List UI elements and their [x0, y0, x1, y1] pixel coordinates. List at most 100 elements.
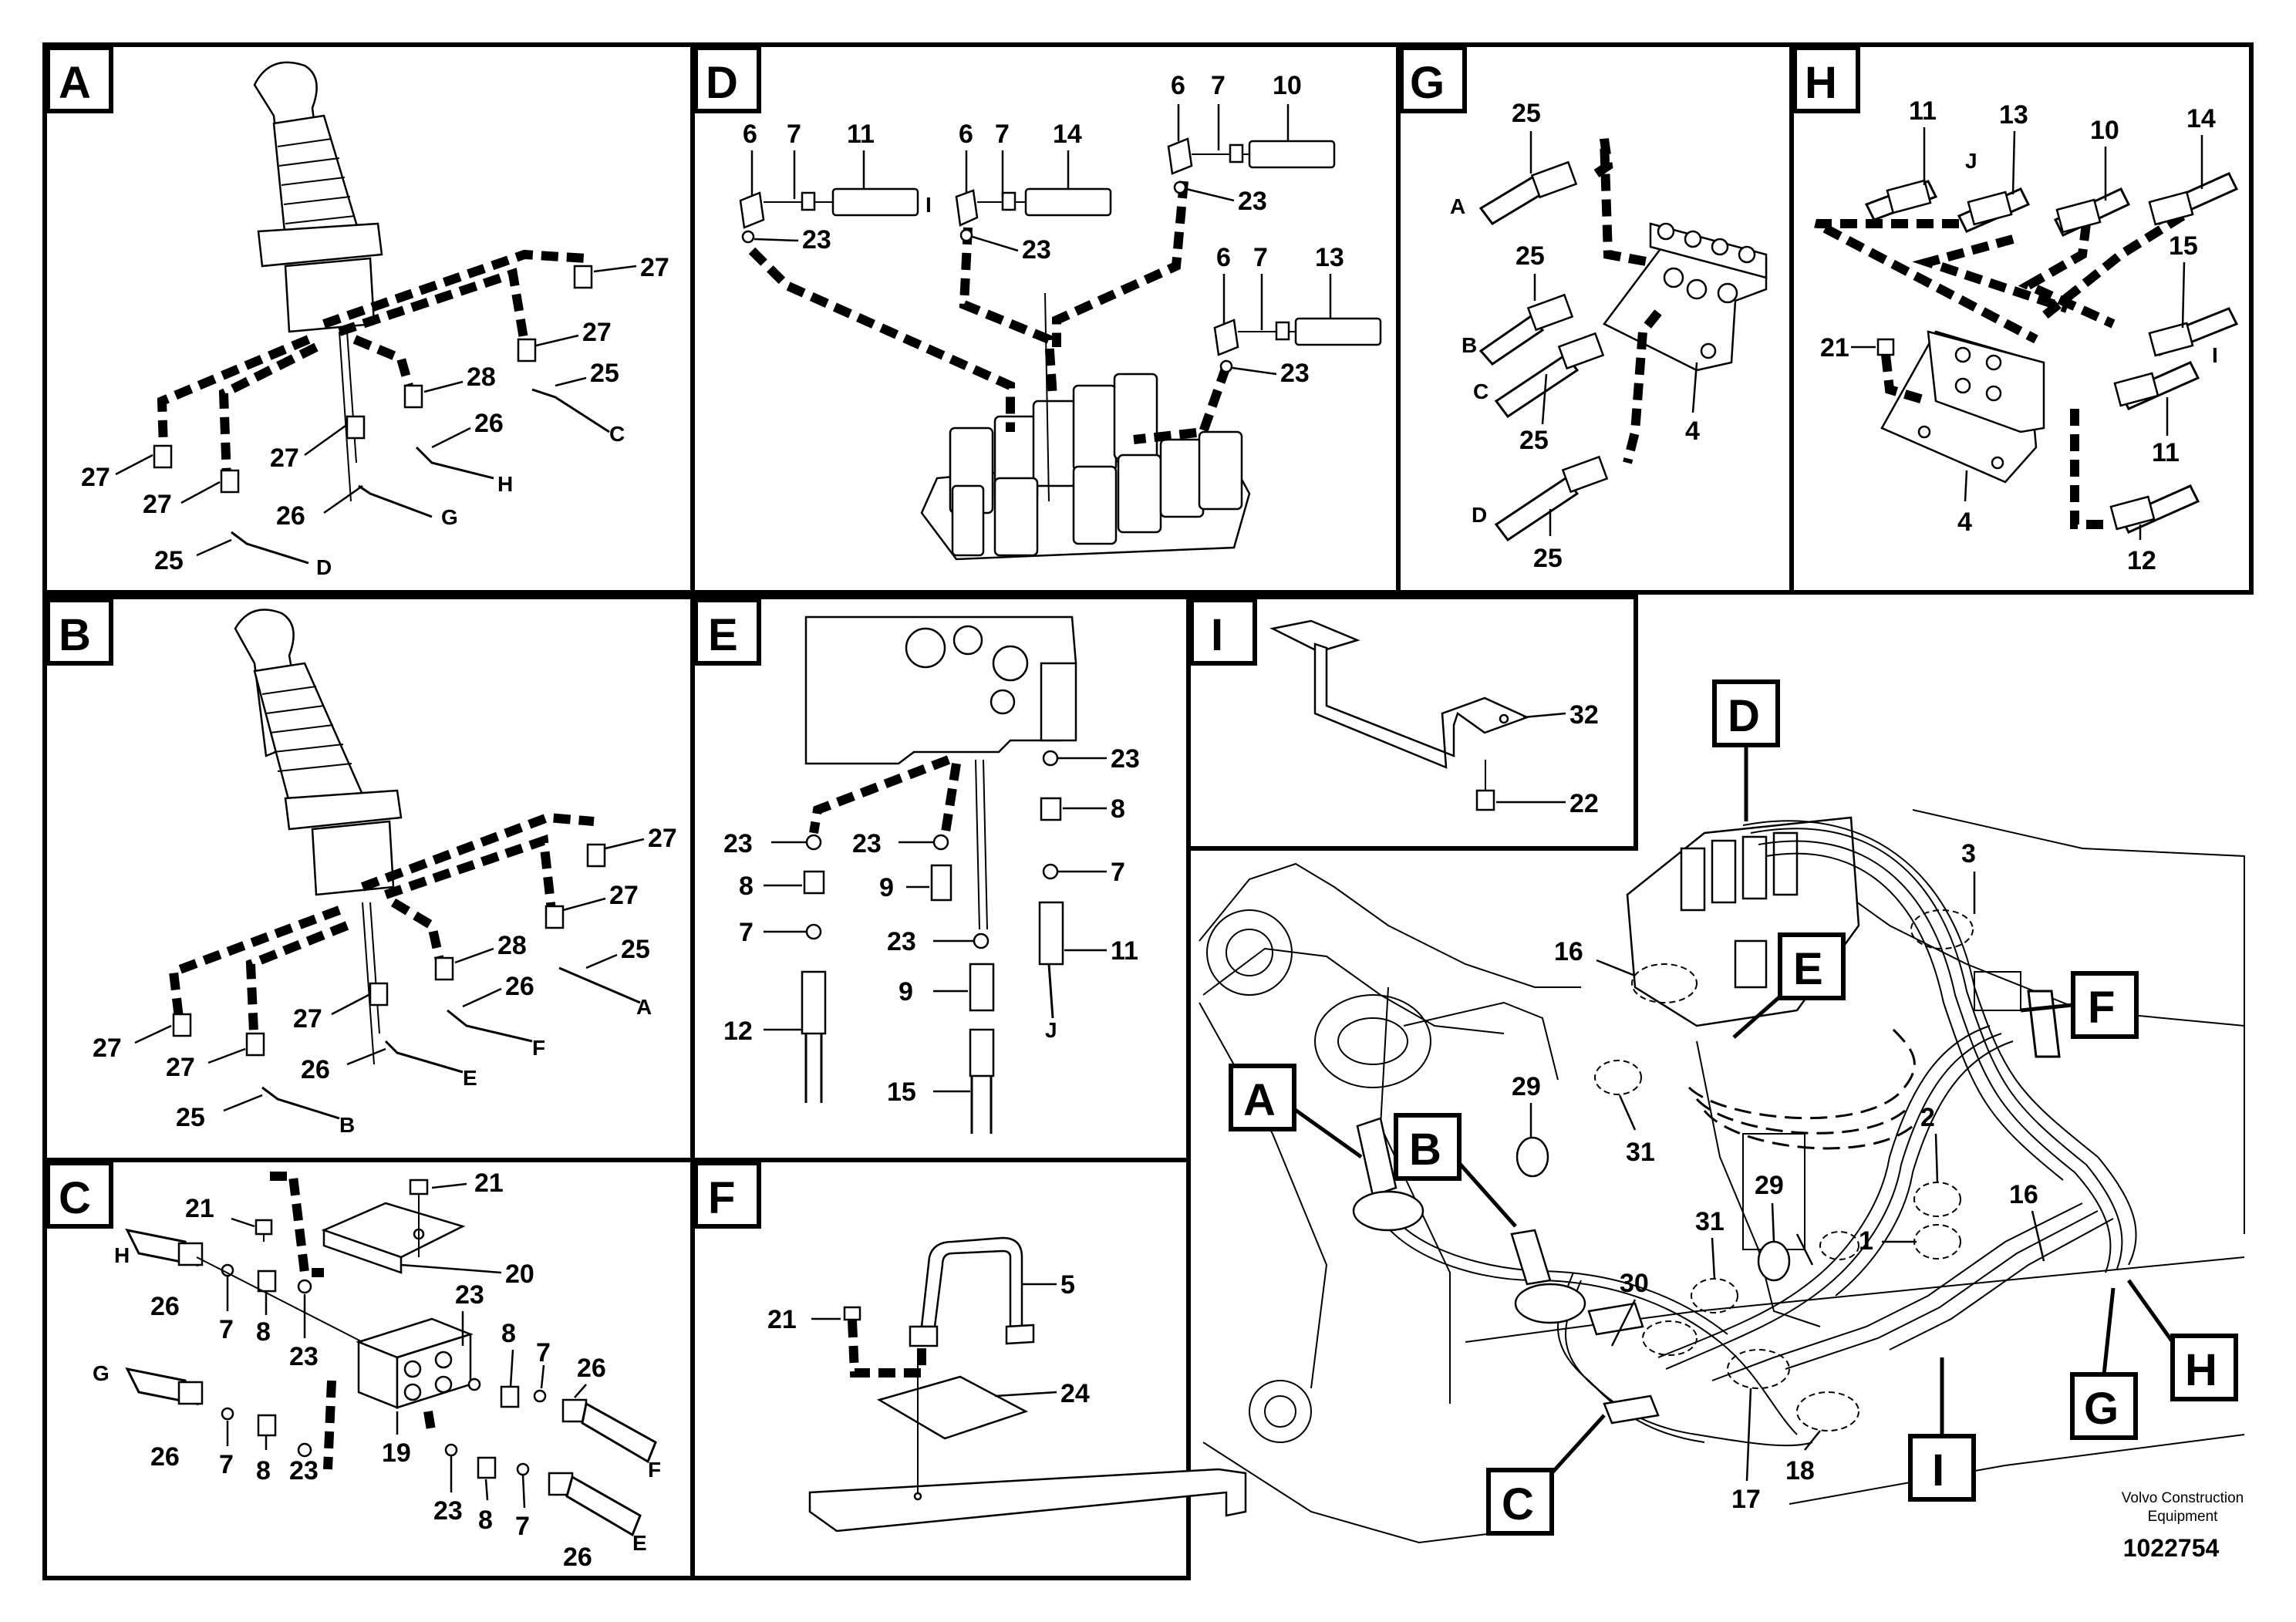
panel-b-fittings: [172, 843, 641, 1120]
part-callout-label: 8: [739, 872, 754, 901]
panel-a: A 27 27: [42, 42, 695, 595]
part-callout-label: 27: [640, 253, 669, 282]
overview-tag-f: F: [2088, 983, 2115, 1033]
part-callout-label: 28: [497, 931, 527, 960]
part-callout-label: 6: [1216, 243, 1231, 272]
valve-section-drawing: [804, 615, 1077, 765]
part-callout-label: G: [93, 1361, 110, 1385]
part-callout-label: 25: [1533, 544, 1563, 573]
part-callout-label: 9: [879, 873, 894, 902]
part-callout-label: 7: [787, 120, 801, 149]
part-callout-label: 23: [1280, 359, 1310, 388]
part-callout-label: 21: [185, 1194, 214, 1223]
part-callout-label: 16: [2009, 1180, 2038, 1209]
part-callout-label: G: [441, 505, 458, 529]
part-callout-label: 15: [887, 1077, 916, 1107]
part-callout-label: 27: [270, 443, 299, 473]
panel-e: E 23 8 7 11 J 23: [690, 595, 1191, 1162]
part-callout-label: 7: [536, 1338, 551, 1367]
panel-a-tag: A: [59, 58, 91, 108]
panel-a-fittings: [153, 265, 610, 565]
overview-callouts: D E F A B C G H I: [1229, 679, 2238, 1536]
part-callout-label: 7: [1211, 71, 1226, 100]
document-number: 1022754: [2123, 1534, 2220, 1562]
part-callout-label: B: [339, 1113, 355, 1137]
part-callout-label: 15: [2169, 231, 2198, 261]
overview-tag-d: D: [1728, 691, 1760, 741]
panel-i: I 32 22: [1186, 595, 1638, 851]
part-callout-label: 2: [1920, 1103, 1935, 1132]
part-callout-label: 11: [2152, 438, 2180, 467]
part-callout-label: E: [632, 1531, 647, 1555]
overview-tag-h: H: [2185, 1345, 2217, 1395]
part-callout-label: H: [497, 472, 513, 496]
part-callout-label: 13: [1315, 243, 1344, 272]
part-callout-label: 23: [852, 829, 882, 858]
part-callout-label: 30: [1620, 1269, 1649, 1298]
part-callout-label: 23: [1111, 744, 1140, 774]
part-callout-label: 23: [433, 1496, 463, 1526]
joystick-drawing: [253, 61, 383, 333]
part-callout-label: 23: [887, 927, 916, 956]
part-callout-label: 10: [1273, 71, 1302, 100]
part-callout-label: 31: [1626, 1138, 1655, 1167]
part-callout-label: 29: [1512, 1072, 1541, 1101]
part-callout-label: 26: [276, 501, 305, 531]
panel-d: D: [690, 42, 1401, 595]
overview-tag-c: C: [1502, 1479, 1534, 1529]
panel-e-tag: E: [708, 610, 738, 660]
part-callout-label: A: [636, 995, 652, 1019]
overview-tag-i: I: [1932, 1445, 1944, 1496]
part-callout-label: 6: [1171, 71, 1185, 100]
overview-labels: 3 16 29 31 2 29 31 1 16 30 17 18: [1512, 839, 2045, 1514]
part-callout-label: 11: [847, 120, 875, 149]
panel-h-tag: H: [1805, 58, 1837, 108]
part-callout-label: 26: [577, 1354, 606, 1383]
part-callout-label: 13: [1999, 100, 2028, 130]
part-callout-label: 11: [1909, 96, 1937, 126]
part-callout-label: 8: [1111, 794, 1125, 824]
part-callout-label: 7: [739, 918, 754, 947]
panel-e-labels: 23 8 7 11 J 23 8 7 12 23 9 23 9 15: [723, 744, 1140, 1107]
part-callout-label: 25: [1512, 99, 1541, 128]
part-callout-label: F: [648, 1458, 661, 1482]
part-callout-label: 23: [1238, 187, 1267, 216]
manufacturer-line-1: Volvo Construction: [2122, 1490, 2244, 1506]
panel-i-labels: 32 22: [1496, 700, 1599, 818]
part-callout-label: 21: [767, 1305, 797, 1334]
part-callout-label: 7: [1111, 858, 1125, 887]
part-callout-label: 8: [501, 1319, 516, 1348]
part-callout-label: B: [1462, 333, 1477, 357]
part-callout-label: 24: [1060, 1379, 1090, 1408]
part-callout-label: 14: [1053, 120, 1082, 149]
panel-f-tag: F: [708, 1173, 735, 1223]
part-callout-label: 4: [1685, 416, 1700, 446]
part-callout-label: 26: [150, 1292, 180, 1321]
overview-tag-e: E: [1793, 944, 1823, 994]
part-callout-label: 26: [474, 409, 504, 438]
panel-d-fittings: [739, 137, 1382, 373]
panel-d-labels: 6 7 11 I 23 6 7 14 23 6 7 10 23 6 7 13 2…: [743, 71, 1344, 388]
part-callout-label: 1: [1859, 1226, 1873, 1256]
panel-g-tag: G: [1410, 58, 1445, 108]
part-callout-label: 9: [899, 977, 913, 1007]
part-callout-label: 25: [154, 546, 184, 575]
part-callout-label: D: [316, 555, 332, 579]
panel-a-labels: 27 27 28 25 26 27 27 26 25 27 C H G D: [81, 253, 669, 579]
part-callout-label: 12: [723, 1017, 753, 1046]
part-callout-label: 27: [582, 318, 612, 347]
part-callout-label: 27: [648, 824, 677, 853]
part-callout-label: 22: [1569, 789, 1599, 818]
part-callout-label: 6: [959, 120, 973, 149]
panel-b: B 27 27 28 25: [42, 595, 695, 1162]
part-callout-label: 25: [1515, 241, 1545, 271]
part-callout-label: 28: [467, 363, 496, 392]
part-callout-label: 25: [621, 935, 650, 964]
part-callout-label: 26: [301, 1055, 330, 1084]
panel-f-labels: 5 21 24: [767, 1270, 1090, 1408]
part-callout-label: C: [1473, 379, 1489, 403]
overview-tag-a: A: [1243, 1075, 1276, 1125]
part-callout-label: 23: [802, 225, 831, 255]
part-callout-label: 23: [1022, 235, 1051, 265]
panel-h: H 11 13 10 14 J 15 21 I: [1789, 42, 2254, 595]
